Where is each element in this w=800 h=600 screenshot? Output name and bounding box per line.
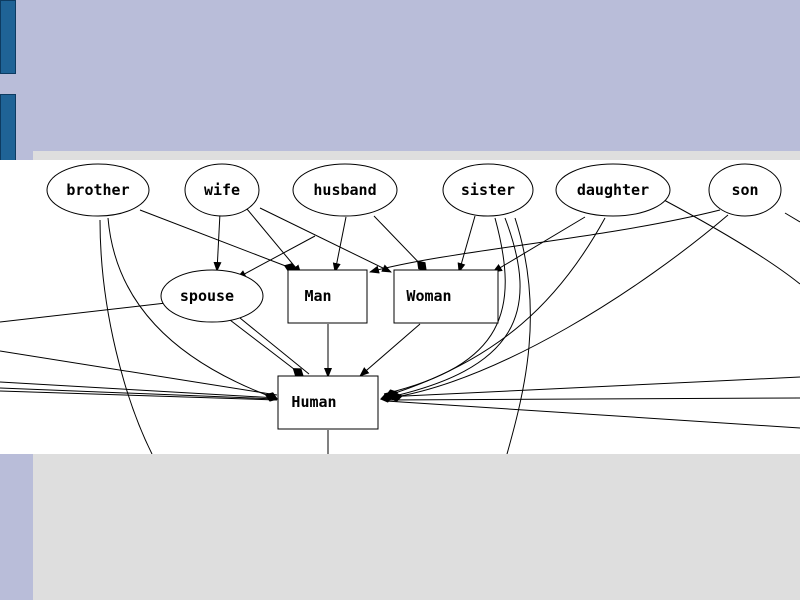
- node-shape: [555, 163, 671, 217]
- offscreen-edge-group: [0, 199, 800, 454]
- edge-offscreen: [0, 350, 278, 396]
- edge-offscreen: [663, 199, 800, 285]
- node-shape: [393, 269, 499, 324]
- edge-son-man: [369, 209, 721, 274]
- edge-offscreen: [0, 381, 278, 399]
- edge-sister-woman: [457, 215, 476, 273]
- node-daughter: daughter: [555, 163, 671, 217]
- node-label: spouse: [180, 287, 234, 305]
- edge-spouse-human-b: [239, 317, 310, 375]
- node-shape: [277, 375, 379, 430]
- edge-wife-man: [246, 208, 302, 275]
- edge-daughter-human: [385, 217, 606, 399]
- slide-tab-marker: [0, 94, 16, 162]
- diagram-canvas: brother wife husband sister daughter son…: [0, 163, 800, 454]
- node-wife: wife: [184, 163, 260, 217]
- edge-wife-woman: [259, 207, 392, 273]
- slide-tab-marker: [0, 0, 16, 74]
- edge-offscreen: [506, 217, 531, 454]
- edge-husband-man: [332, 216, 347, 273]
- node-label: son: [731, 181, 758, 199]
- node-shape: [160, 269, 264, 323]
- node-shape: [292, 163, 398, 217]
- node-label: Man: [304, 287, 331, 305]
- node-shape: [46, 163, 150, 217]
- edge-son-human: [389, 214, 729, 402]
- node-label: daughter: [577, 181, 649, 199]
- edge-offscreen: [784, 212, 800, 223]
- node-label: wife: [204, 181, 240, 199]
- node-sister: sister: [442, 163, 534, 217]
- edge-husband-spouse: [236, 235, 316, 279]
- ontology-diagram: brother wife husband sister daughter son…: [0, 160, 800, 454]
- node-label: brother: [66, 181, 129, 199]
- node-shape: [287, 269, 368, 324]
- node-man: Man: [287, 269, 368, 324]
- edge-spouse-human-a: [229, 319, 304, 377]
- node-shape: [184, 163, 260, 217]
- edge-wife-spouse: [213, 212, 222, 272]
- edge-offscreen: [383, 376, 800, 398]
- node-human: Human: [277, 375, 379, 430]
- slide-header-band: [0, 0, 800, 150]
- node-son: son: [708, 163, 782, 217]
- edge-group: [107, 207, 729, 403]
- edge-husband-woman: [373, 215, 427, 271]
- edge-brother-man: [139, 209, 297, 273]
- node-brother: brother: [46, 163, 150, 217]
- node-label: Woman: [406, 287, 451, 305]
- node-husband: husband: [292, 163, 398, 217]
- node-label: sister: [461, 181, 515, 199]
- edge-offscreen: [385, 400, 800, 429]
- edge-offscreen: [0, 390, 278, 401]
- node-woman: Woman: [393, 269, 499, 324]
- node-label: husband: [313, 181, 376, 199]
- node-shape: [442, 163, 534, 217]
- edge-offscreen: [0, 302, 167, 323]
- node-shape: [708, 163, 782, 217]
- edge-brother-human: [107, 217, 278, 402]
- node-label: Human: [291, 393, 336, 411]
- node-spouse: spouse: [160, 269, 264, 323]
- edge-sister-human-a: [380, 217, 521, 403]
- edge-offscreen: [99, 219, 153, 454]
- edge-offscreen: [385, 397, 800, 401]
- edge-offscreen: [0, 387, 277, 400]
- edge-woman-human: [359, 323, 421, 377]
- edge-daughter-woman: [492, 216, 586, 273]
